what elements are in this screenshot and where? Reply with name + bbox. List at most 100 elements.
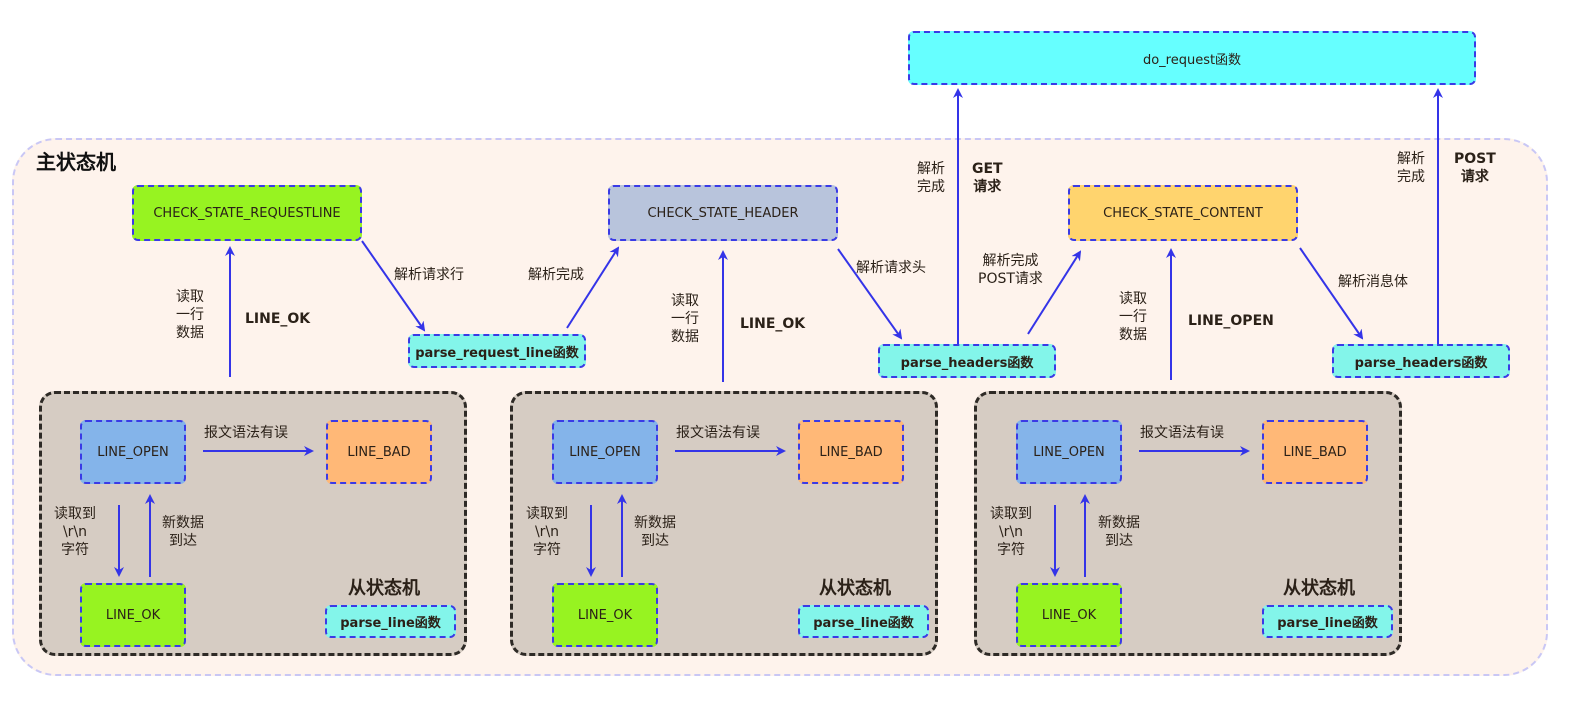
function-label: parse_headers函数	[900, 355, 1034, 371]
sub3-title: 从状态机	[1283, 578, 1355, 599]
sub3-new-data-label: 新数据 到达	[1098, 514, 1140, 550]
sub3-line-ok: LINE_OK	[1016, 583, 1122, 647]
state-check-requestline: CHECK_STATE_REQUESTLINE	[132, 185, 362, 241]
label-line: \r\n	[998, 524, 1024, 540]
parse-headers-function-2: parse_headers函数	[1332, 344, 1510, 378]
label-line: \r\n	[62, 524, 88, 540]
state-label: LINE_OK	[577, 607, 633, 623]
post-done-label: 解析 完成	[1397, 150, 1425, 186]
state-label: LINE_OPEN	[1033, 444, 1105, 460]
label-line: 请求	[1460, 169, 1489, 185]
main-state-machine-title: 主状态机	[36, 150, 116, 174]
function-label: parse_headers函数	[1354, 355, 1488, 371]
label-line: 一行	[1119, 309, 1147, 325]
sub1-read-crlf-label: 读取到 \r\n 字符	[54, 505, 96, 559]
state-label: CHECK_STATE_HEADER	[647, 205, 799, 221]
sub2-syntax-error-label: 报文语法有误	[676, 425, 760, 441]
state-label: LINE_BAD	[347, 444, 411, 460]
sub2-read-crlf-label: 读取到 \r\n 字符	[526, 505, 568, 559]
label-line: 完成	[917, 179, 945, 195]
label-line: 新数据	[634, 515, 676, 531]
sub2-new-data-label: 新数据 到达	[634, 514, 676, 550]
sub3-parse-line-function: parse_line函数	[1262, 605, 1393, 638]
do-request-function: do_request函数	[908, 31, 1476, 85]
function-label: parse_request_line函数	[415, 345, 579, 361]
sub2-line-bad: LINE_BAD	[798, 420, 904, 484]
sub2-title: 从状态机	[819, 578, 891, 599]
parse-request-line-function: parse_request_line函数	[408, 334, 586, 368]
label-line: 数据	[176, 325, 204, 341]
sub1-title: 从状态机	[348, 578, 420, 599]
sub1-line-bad: LINE_BAD	[326, 420, 432, 484]
label-line: 到达	[641, 533, 669, 549]
state-label: LINE_BAD	[819, 444, 883, 460]
do-request-label: do_request函数	[1142, 52, 1242, 68]
sub3-syntax-error-label: 报文语法有误	[1140, 425, 1224, 441]
sub1-syntax-error-label: 报文语法有误	[204, 425, 288, 441]
sub1-new-data-label: 新数据 到达	[162, 514, 204, 550]
function-label: parse_line函数	[813, 616, 914, 631]
state-label: CHECK_STATE_REQUESTLINE	[153, 205, 341, 221]
label-line: \r\n	[534, 524, 560, 540]
post-request-label: POST 请求	[1454, 150, 1496, 186]
parse-body-label: 解析消息体	[1338, 274, 1408, 290]
sub1-line-ok: LINE_OK	[80, 583, 186, 647]
label-line: 字符	[533, 542, 561, 558]
sub3-read-crlf-label: 读取到 \r\n 字符	[990, 505, 1032, 559]
label-line: 数据	[1119, 327, 1147, 343]
label-line: POST请求	[978, 271, 1043, 287]
label-line: GET	[972, 161, 1003, 177]
state-label: LINE_OPEN	[97, 444, 169, 460]
label-line: 一行	[671, 311, 699, 327]
label-line: 到达	[1105, 533, 1133, 549]
read-line-label-2: 读取 一行 数据	[671, 292, 699, 346]
get-request-label: GET 请求	[972, 160, 1003, 196]
label-line: 读取	[176, 289, 204, 305]
line-open-label: LINE_OPEN	[1188, 313, 1274, 329]
label-line: 请求	[973, 179, 1002, 195]
sub1-parse-line-function: parse_line函数	[325, 605, 456, 638]
state-label: LINE_BAD	[1283, 444, 1347, 460]
state-label: CHECK_STATE_CONTENT	[1103, 205, 1263, 221]
label-line: 解析	[917, 161, 945, 177]
read-line-label-1: 读取 一行 数据	[176, 288, 204, 342]
label-line: 新数据	[1098, 515, 1140, 531]
label-line: POST	[1454, 151, 1496, 167]
label-line: 解析	[1397, 151, 1425, 167]
label-line: 到达	[169, 533, 197, 549]
parse-request-header-label: 解析请求头	[856, 260, 926, 276]
state-label: LINE_OK	[105, 607, 161, 623]
function-label: parse_line函数	[1277, 616, 1378, 631]
label-line: 读取	[1119, 291, 1147, 307]
label-line: 字符	[997, 542, 1025, 558]
sub2-line-ok: LINE_OK	[552, 583, 658, 647]
label-line: 读取到	[54, 506, 96, 522]
state-label: LINE_OPEN	[569, 444, 641, 460]
state-label: LINE_OK	[1041, 607, 1097, 623]
parse-request-line-label: 解析请求行	[394, 267, 464, 283]
state-check-header: CHECK_STATE_HEADER	[608, 185, 838, 241]
label-line: 完成	[1397, 169, 1425, 185]
sub3-line-open: LINE_OPEN	[1016, 420, 1122, 484]
line-ok-label-1: LINE_OK	[245, 311, 311, 327]
parse-done-post-label: 解析完成 POST请求	[978, 252, 1043, 288]
get-done-label: 解析 完成	[917, 160, 945, 196]
sub2-line-open: LINE_OPEN	[552, 420, 658, 484]
label-line: 新数据	[162, 515, 204, 531]
function-label: parse_line函数	[340, 616, 441, 631]
line-ok-label-2: LINE_OK	[740, 316, 806, 332]
label-line: 读取	[671, 293, 699, 309]
label-line: 读取到	[526, 506, 568, 522]
label-line: 解析完成	[982, 253, 1039, 269]
state-check-content: CHECK_STATE_CONTENT	[1068, 185, 1298, 241]
label-line: 一行	[176, 307, 204, 323]
read-line-label-3: 读取 一行 数据	[1119, 290, 1147, 344]
sub2-parse-line-function: parse_line函数	[798, 605, 929, 638]
sub3-line-bad: LINE_BAD	[1262, 420, 1368, 484]
parse-headers-function-1: parse_headers函数	[878, 344, 1056, 378]
parse-done-label: 解析完成	[528, 267, 584, 283]
sub1-line-open: LINE_OPEN	[80, 420, 186, 484]
label-line: 读取到	[990, 506, 1032, 522]
label-line: 字符	[61, 542, 89, 558]
label-line: 数据	[671, 329, 699, 345]
